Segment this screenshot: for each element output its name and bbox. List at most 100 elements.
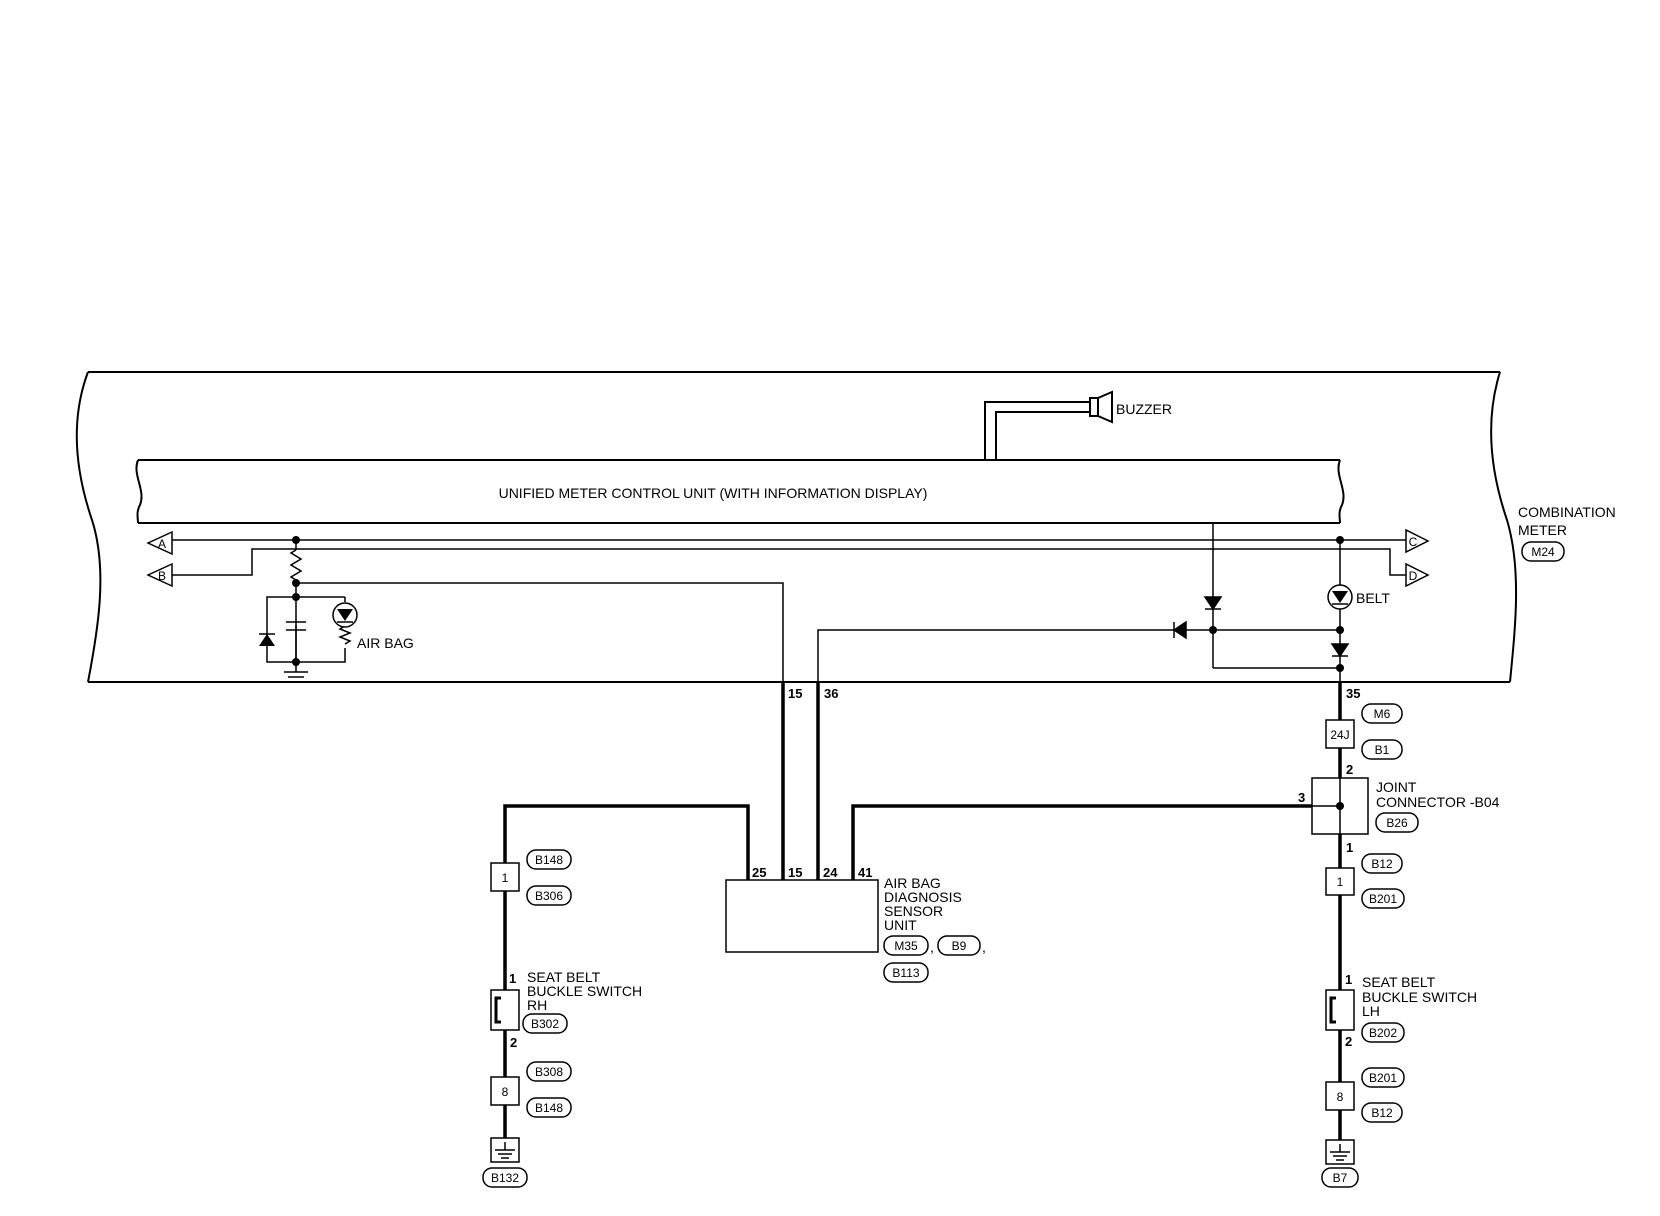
meter-pin-36: 36: [824, 686, 838, 701]
lh-switch-pin-2: 2: [1345, 1034, 1352, 1049]
svg-text:B: B: [158, 569, 166, 583]
airbag-unit-box: [725, 879, 879, 953]
svg-text:B9: B9: [952, 939, 967, 953]
svg-text:B302: B302: [531, 1017, 559, 1031]
svg-text:8: 8: [502, 1085, 509, 1099]
meter-pin-15: 15: [788, 686, 802, 701]
svg-text:B306: B306: [535, 889, 563, 903]
rh-lower-connector-block: 8: [490, 1076, 520, 1106]
airbag-unit-label-line4: UNIT: [884, 917, 917, 933]
svg-text:B148: B148: [535, 853, 563, 867]
connector-m24-label: M24: [1531, 545, 1555, 559]
airbag-unit-pin-25: 25: [752, 865, 766, 880]
lh-upper-connector-block: 1: [1325, 867, 1355, 896]
svg-text:M6: M6: [1374, 707, 1391, 721]
combination-meter-outline: [75, 371, 1518, 683]
connector-badge-b12-upper: B12: [1361, 853, 1403, 874]
lh-buckle-switch-symbol: [1325, 989, 1355, 1031]
belt-lamp-icon: [1327, 584, 1353, 610]
lh-switch-label-line3: LH: [1362, 1003, 1380, 1019]
connector-badge-b302: B302: [522, 1013, 568, 1034]
svg-text:D: D: [1409, 569, 1418, 583]
junction-dots: [292, 536, 1344, 672]
rh-switch-label-line1: SEAT BELT: [527, 969, 601, 985]
svg-text:1: 1: [502, 871, 509, 885]
lh-lower-connector-block: 8: [1325, 1081, 1355, 1111]
airbag-unit-pin-41: 41: [858, 865, 872, 880]
rh-switch-label-line2: BUCKLE SWITCH: [527, 983, 642, 999]
combination-meter-title-line1: COMBINATION: [1518, 504, 1616, 520]
terminal-arrow-d: D: [1405, 562, 1430, 588]
connector-badge-b113: B113: [883, 962, 929, 983]
joint-connector-pin-3: 3: [1298, 790, 1305, 805]
connector-badge-b9: B9: [937, 935, 981, 956]
svg-text:B148: B148: [535, 1101, 563, 1115]
svg-text:B202: B202: [1369, 1026, 1397, 1040]
meter-internal-wiring: [172, 523, 1406, 683]
belt-lamp-label: BELT: [1356, 590, 1390, 606]
airbag-unit-sep1: ,: [930, 939, 934, 955]
connector-badge-b148-lower: B148: [526, 1097, 572, 1118]
svg-text:B12: B12: [1371, 857, 1393, 871]
airbag-unit-pin-24: 24: [823, 865, 838, 880]
connector-24j-out-pin: 2: [1346, 762, 1353, 777]
svg-text:1: 1: [1337, 875, 1344, 889]
joint-connector-box: [1311, 777, 1369, 835]
svg-text:B1: B1: [1375, 743, 1390, 757]
svg-text:B12: B12: [1371, 1106, 1393, 1120]
svg-text:A: A: [158, 537, 166, 551]
lh-ground-icon: [1325, 1139, 1355, 1165]
airbag-unit-label-line3: SENSOR: [884, 903, 943, 919]
connector-badge-b12-lower: B12: [1361, 1102, 1403, 1123]
terminal-arrow-a: A: [146, 530, 173, 556]
buzzer-label: BUZZER: [1116, 401, 1172, 417]
connector-badge-b26: B26: [1375, 812, 1419, 833]
rh-switch-pin-2: 2: [510, 1035, 517, 1050]
connector-badge-m6: M6: [1361, 703, 1403, 724]
meter-diode-right-icons: [1172, 596, 1350, 658]
meter-pin-35: 35: [1346, 686, 1360, 701]
connector-badge-b201-upper: B201: [1361, 888, 1405, 909]
connector-badge-b308: B308: [526, 1061, 572, 1082]
rh-buckle-switch-symbol: [490, 989, 520, 1031]
connector-badge-b306: B306: [526, 885, 572, 906]
airbag-unit-pin-15: 15: [788, 865, 802, 880]
connector-block-24j: 24J: [1325, 719, 1355, 749]
svg-text:B201: B201: [1369, 1071, 1397, 1085]
lh-switch-pin-1: 1: [1345, 972, 1352, 987]
connector-badge-b1: B1: [1361, 739, 1403, 760]
svg-text:B26: B26: [1386, 816, 1408, 830]
airbag-lamp-icon: [332, 602, 358, 628]
rh-upper-connector-block: 1: [490, 862, 520, 892]
airbag-unit-label-line2: DIAGNOSIS: [884, 889, 962, 905]
rh-switch-pin-1: 1: [509, 971, 516, 986]
joint-connector-pin-1: 1: [1346, 840, 1353, 855]
terminal-arrow-c: C: [1405, 528, 1430, 554]
airbag-lamp-label: AIR BAG: [357, 635, 414, 651]
connector-badge-m35: M35: [883, 935, 929, 956]
connector-badge-b7: B7: [1321, 1167, 1359, 1188]
svg-text:B113: B113: [892, 966, 919, 980]
combination-meter-title-line2: METER: [1518, 522, 1567, 538]
lh-switch-label-line1: SEAT BELT: [1362, 974, 1436, 990]
svg-text:8: 8: [1337, 1090, 1344, 1104]
connector-badge-b202: B202: [1361, 1022, 1405, 1043]
connector-badge-m24: M24: [1521, 541, 1565, 562]
unified-meter-control-unit-title: UNIFIED METER CONTROL UNIT (WITH INFORMA…: [499, 485, 928, 501]
svg-text:M35: M35: [894, 939, 918, 953]
airbag-unit-label-line1: AIR BAG: [884, 875, 941, 891]
svg-text:24J: 24J: [1330, 728, 1349, 742]
connector-badge-b148-upper: B148: [526, 849, 572, 870]
joint-connector-label-line1: JOINT: [1376, 779, 1417, 795]
rh-ground-icon: [490, 1137, 520, 1163]
svg-text:B201: B201: [1369, 892, 1397, 906]
svg-text:C: C: [1409, 535, 1418, 549]
svg-text:B7: B7: [1333, 1171, 1348, 1185]
joint-connector-label-line2: CONNECTOR -B04: [1376, 794, 1500, 810]
svg-text:B308: B308: [535, 1065, 563, 1079]
lh-switch-label-line2: BUCKLE SWITCH: [1362, 989, 1477, 1005]
terminal-arrow-b: B: [146, 562, 173, 588]
buzzer-symbol: [984, 390, 1113, 460]
meter-diode-left-icon: [259, 633, 275, 646]
